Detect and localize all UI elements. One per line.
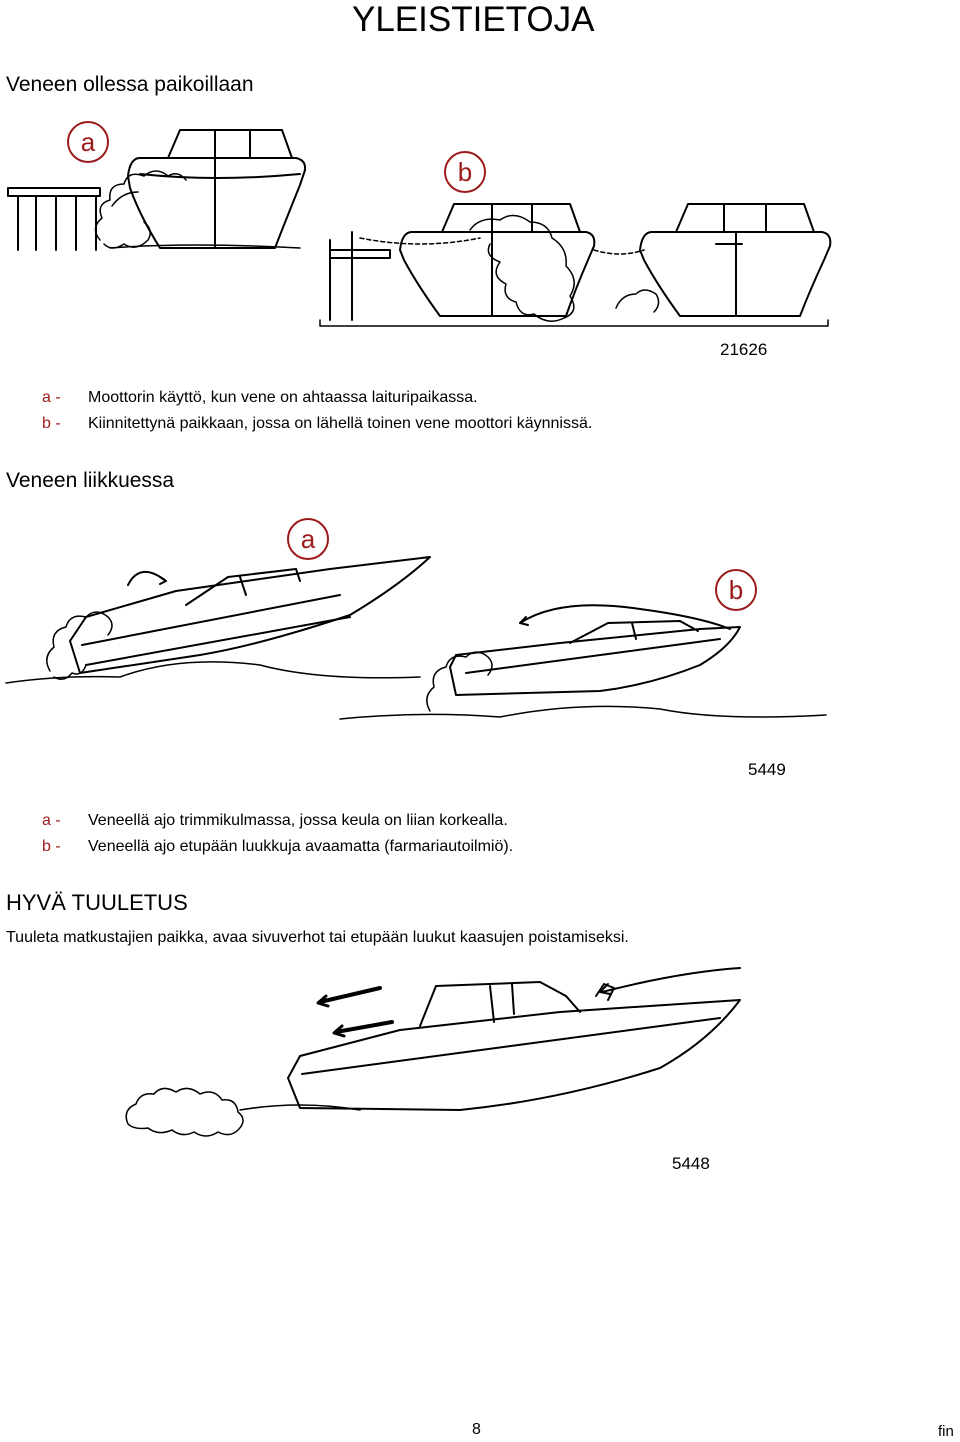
section-title-stationary: Veneen ollessa paikoillaan [6,73,254,96]
section-title-moving: Veneen liikkuessa [6,469,175,492]
legend-item-b: b - Veneellä ajo etupään luukkuja avaama… [42,837,742,857]
airflow-arrow-b [519,604,731,630]
boat-ventilated [287,981,741,1111]
legend-text: Kiinnitettynä paikkaan, jossa on lähellä… [88,415,593,432]
section-title-ventilation: HYVÄ TUULETUS [6,890,188,915]
exhaust-smoke [125,1087,244,1137]
ventilation-intro: Tuuleta matkustajien paikka, avaa sivuve… [6,929,629,946]
svg-text:a: a [81,127,96,157]
page-number: 8 [472,1421,481,1438]
figure-number-5448: 5448 [672,1154,710,1173]
boat-b2 [639,203,832,317]
legend-key: a - [42,812,61,829]
figure-number-5449: 5449 [748,760,786,779]
legend-key: b - [42,415,61,432]
boat-a [127,129,307,249]
exhaust-smoke-b [469,214,660,322]
boat-trim-high [69,556,431,674]
boat-station-wagon [449,620,741,696]
legend-text: Veneellä ajo etupään luukkuja avaamatta … [88,838,514,855]
svg-text:b: b [729,575,743,605]
figure-ventilation [125,967,741,1137]
language-code: fin [938,1423,954,1440]
callout-a: a [67,121,109,163]
legend-item-a: a - Moottorin käyttö, kun vene on ahtaas… [42,388,742,408]
callout-a: a [287,518,329,560]
legend-key: b - [42,838,61,855]
callout-b: b [715,569,757,611]
svg-text:a: a [301,524,316,554]
figure-number-21626: 21626 [720,340,768,359]
dock-left [7,187,101,251]
page-title: YLEISTIETOJA [352,0,595,39]
figure-moving-boats: a b [5,518,827,720]
airflow-out-arrow-1 [318,986,382,1004]
svg-text:b: b [458,157,472,187]
legend-text: Moottorin käyttö, kun vene on ahtaassa l… [88,389,478,406]
exhaust-smoke-a [94,170,187,249]
exhaust-smoke-a [46,611,113,680]
airflow-out-arrow-2 [334,1020,394,1034]
boat-b1 [399,203,596,317]
legend-text: Veneellä ajo trimmikulmassa, jossa keula… [88,812,508,829]
airflow-in-arrow [601,967,741,993]
exhaust-smoke-b [426,651,493,712]
figure-docked-boats: a b [7,121,832,327]
dock-right [329,231,391,321]
legend-key: a - [42,389,61,406]
legend-item-b: b - Kiinnitettynä paikkaan, jossa on läh… [42,414,742,434]
callout-b: b [444,151,486,193]
legend-item-a: a - Veneellä ajo trimmikulmassa, jossa k… [42,811,742,831]
